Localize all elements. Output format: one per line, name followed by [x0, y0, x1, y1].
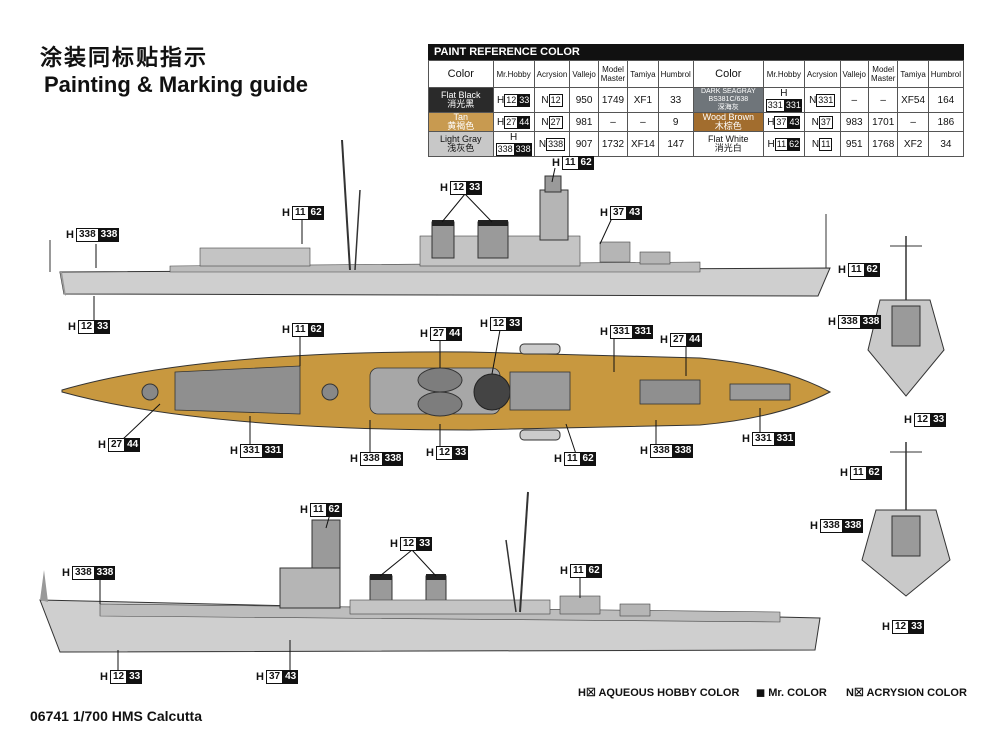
ship-front-view-bottom [861, 442, 951, 597]
tamiya-code: XF14 [627, 131, 659, 157]
header-humbrol: Humbrol [927, 60, 965, 88]
product-code-footer: 06741 1/700 HMS Calcutta [30, 708, 202, 724]
header-vallejo: Vallejo [569, 60, 599, 88]
header-acrysion: Acrysion [803, 60, 841, 88]
ship-deck-plan [61, 343, 832, 441]
tamiya-code: XF1 [627, 87, 659, 113]
tamiya-code: XF54 [897, 87, 929, 113]
title-english: Painting & Marking guide [44, 72, 309, 97]
aqueous-symbol-icon: H☒ [578, 687, 599, 699]
legend-mr-color: ◼ Mr. COLOR [756, 687, 827, 699]
legend-acrysion: N☒ ACRYSION COLOR [846, 687, 967, 699]
header-color: Color [692, 60, 764, 88]
model-master-code: 1732 [597, 131, 629, 157]
paint-table-title: PAINT REFERENCE COLOR [428, 44, 964, 60]
header-tamiya: Tamiya [897, 60, 929, 88]
ship-profile-bottom [39, 491, 821, 653]
mr-color-symbol-icon: ◼ [756, 687, 769, 699]
humbrol-code: 33 [657, 87, 694, 113]
callout-leaders [93, 167, 761, 672]
ship-front-view-top [867, 236, 945, 397]
legend-aqueous: H☒ AQUEOUS HOBBY COLOR [578, 687, 740, 699]
header-tamiya: Tamiya [627, 60, 659, 88]
humbrol-code: 164 [927, 87, 965, 113]
header-humbrol: Humbrol [657, 60, 694, 88]
acrysion-symbol-icon: N☒ [846, 687, 867, 699]
ship-profile-top [49, 139, 831, 297]
humbrol-code: 34 [927, 131, 965, 157]
paint-table-header-row: Color Mr.Hobby Acrysion Vallejo Model Ma… [428, 60, 965, 88]
tamiya-code: XF2 [897, 131, 929, 157]
title-chinese: 涂装同标贴指示 [40, 46, 209, 71]
header-acrysion: Acrysion [533, 60, 571, 88]
humbrol-code: 147 [657, 131, 694, 157]
paint-reference-table: PAINT REFERENCE COLOR Color Mr.Hobby Acr… [428, 44, 965, 157]
header-model-master: Model Master [867, 60, 899, 88]
model-master-code: 1768 [867, 131, 899, 157]
